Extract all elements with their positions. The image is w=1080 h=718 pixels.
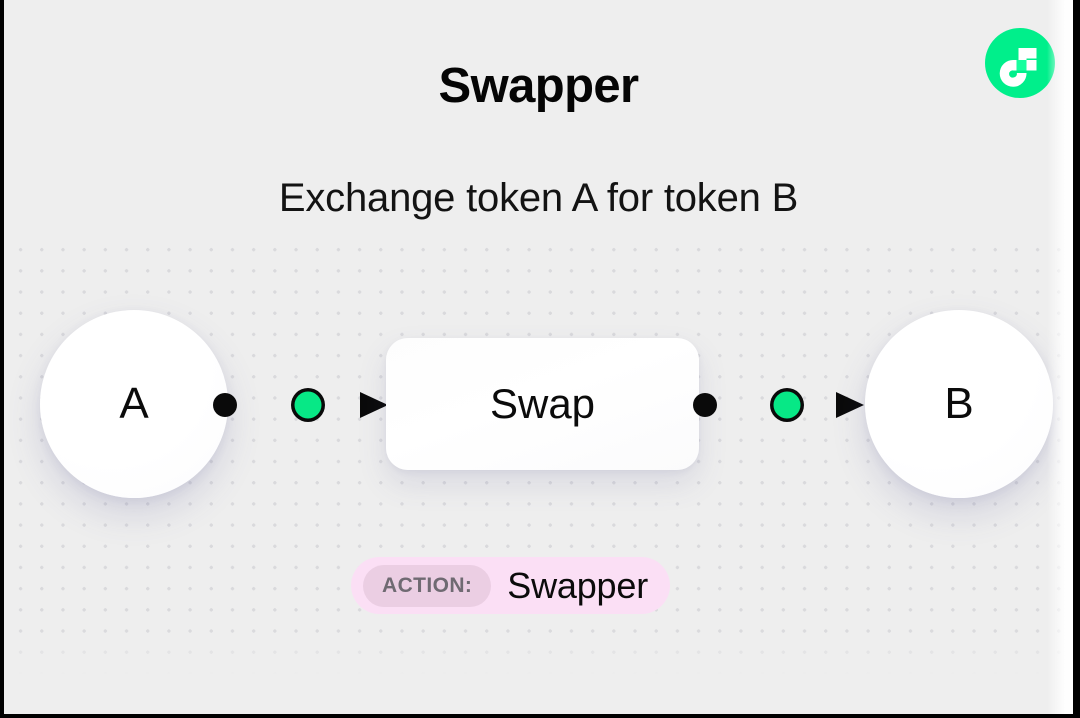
node-token-a-label: A (119, 379, 149, 428)
connector-token-a-to-swap (208, 381, 394, 429)
node-token-b[interactable]: B (865, 310, 1053, 498)
connector-start-dot (693, 393, 717, 417)
grid-fade-bottom (4, 629, 1073, 714)
connector-accent-dot (773, 391, 801, 419)
connector-arrowhead (836, 392, 864, 418)
connector-start-dot (213, 393, 237, 417)
page-subtitle: Exchange token A for token B (278, 176, 799, 220)
connector-accent-dot (294, 391, 322, 419)
node-token-a[interactable]: A (40, 310, 228, 498)
flow-logo-icon (985, 28, 1055, 98)
connector-arrowhead (360, 392, 388, 418)
node-swap-label: Swap (489, 380, 596, 427)
diagram-canvas: Swapper Exchange token A for token B A (4, 0, 1073, 714)
connector-swap-to-token-b (690, 381, 868, 429)
node-swap[interactable]: Swap (386, 338, 699, 470)
action-badge-value: Swapper (507, 564, 648, 606)
page-title: Swapper (438, 59, 639, 113)
action-badge-key: ACTION: (363, 564, 492, 607)
action-badge: ACTION: Swapper (351, 557, 670, 614)
node-token-b-label: B (944, 379, 974, 428)
